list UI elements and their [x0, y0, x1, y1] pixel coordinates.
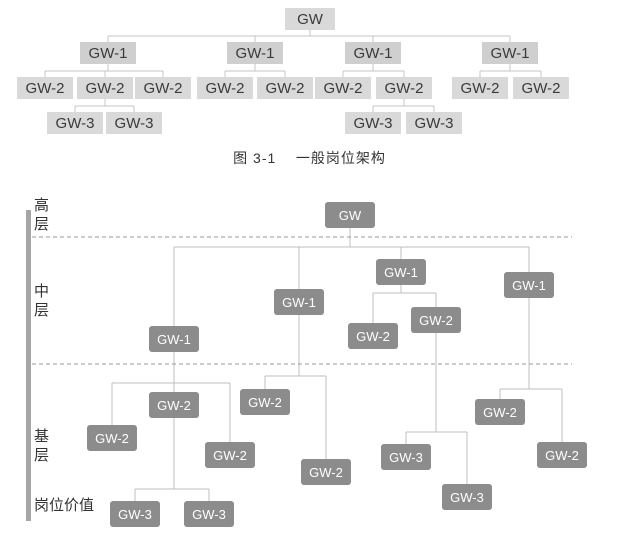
bottom-node-level1: GW-1 — [376, 259, 426, 285]
bottom-node-level2: GW-2 — [348, 323, 398, 349]
bottom-node-level2: GW-2 — [149, 392, 199, 418]
top-node-level2: GW-2 — [376, 77, 432, 99]
side-label-base-char2: 层 — [34, 447, 50, 464]
bottom-node-level2: GW-2 — [87, 425, 137, 451]
value-axis-bar — [26, 210, 31, 521]
bottom-node-level2: GW-2 — [240, 389, 290, 415]
top-node-level2: GW-2 — [513, 77, 569, 99]
caption-title: 一般岗位架构 — [295, 150, 386, 166]
top-node-level3: GW-3 — [345, 112, 401, 134]
bottom-node-root: GW — [325, 202, 375, 228]
caption-number: 图 3-1 — [233, 150, 277, 166]
side-label-high: 高 层 — [34, 196, 49, 234]
top-node-level2: GW-2 — [315, 77, 371, 99]
side-label-high-char2: 层 — [34, 216, 50, 233]
bottom-node-level3: GW-3 — [110, 501, 160, 527]
bottom-node-level1: GW-1 — [274, 289, 324, 315]
side-label-mid-char2: 层 — [34, 302, 50, 319]
bottom-chart-connectors — [111, 228, 563, 501]
top-node-level2: GW-2 — [17, 77, 73, 99]
top-node-level3: GW-3 — [47, 112, 103, 134]
side-label-base-char1: 基 — [34, 428, 50, 445]
top-node-level1: GW-1 — [227, 42, 283, 64]
bottom-node-level2: GW-2 — [205, 442, 255, 468]
bottom-node-level1: GW-1 — [504, 272, 554, 298]
top-node-level2: GW-2 — [257, 77, 313, 99]
side-label-mid-char1: 中 — [34, 283, 50, 300]
bottom-node-level2: GW-2 — [537, 442, 587, 468]
top-node-level2: GW-2 — [452, 77, 508, 99]
figure-caption: 图 3-1 一般岗位架构 — [0, 148, 619, 168]
bottom-node-level2: GW-2 — [475, 399, 525, 425]
level-dividers — [32, 236, 572, 365]
bottom-node-level3: GW-3 — [381, 444, 431, 470]
top-node-level2: GW-2 — [135, 77, 191, 99]
top-node-level2: GW-2 — [197, 77, 253, 99]
top-node-level2: GW-2 — [77, 77, 133, 99]
side-label-high-char1: 高 — [34, 197, 50, 214]
top-node-level1: GW-1 — [482, 42, 538, 64]
side-label-base: 基 层 — [34, 427, 49, 465]
top-node-level3: GW-3 — [106, 112, 162, 134]
bottom-node-level3: GW-3 — [184, 501, 234, 527]
top-node-level3: GW-3 — [406, 112, 462, 134]
top-node-root: GW — [285, 8, 335, 30]
bottom-node-level1: GW-1 — [149, 326, 199, 352]
top-node-level1: GW-1 — [80, 42, 136, 64]
bottom-node-level2: GW-2 — [411, 307, 461, 333]
bottom-node-level3: GW-3 — [442, 484, 492, 510]
side-label-mid: 中 层 — [34, 282, 49, 320]
top-node-level1: GW-1 — [345, 42, 401, 64]
bottom-node-level2: GW-2 — [301, 459, 351, 485]
side-label-position-value: 岗位价值 — [34, 497, 95, 514]
top-chart-connectors — [44, 30, 542, 112]
